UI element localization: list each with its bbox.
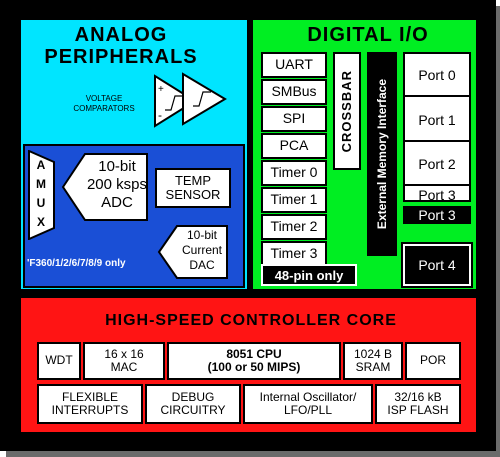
frame-shadow-right [496, 6, 500, 457]
digital-title: DIGITAL I/O [307, 24, 429, 46]
flash-line2: ISP FLASH [387, 403, 449, 417]
peripheral-spi: SPI [261, 106, 327, 132]
peripheral-list: UART SMBus SPI PCA Timer 0 Timer 1 Timer… [261, 52, 327, 267]
controller-core-section: HIGH-SPEED CONTROLLER CORE WDT 16 x 16 M… [19, 296, 478, 434]
temp-sensor-line2: SENSOR [165, 187, 221, 202]
pin-note: 48-pin only [261, 264, 357, 286]
sram-line2: SRAM [355, 360, 391, 374]
ports-column: Port 0 Port 1 Port 2 Port 3 [403, 52, 471, 203]
port-0: Port 0 [405, 54, 469, 97]
peripheral-timer2: Timer 2 [261, 214, 327, 240]
frame-shadow-bottom [6, 451, 500, 457]
dac-type: Current [181, 243, 222, 257]
port-1: Port 1 [405, 99, 469, 142]
mac-line2: MAC [110, 360, 138, 374]
adc-name: ADC [101, 194, 133, 211]
oscillator-line2: LFO/PLL [283, 403, 333, 417]
peripheral-timer1: Timer 1 [261, 187, 327, 213]
temp-sensor-box: TEMP SENSOR [155, 168, 231, 208]
sram-box: 1024 B SRAM [343, 342, 403, 380]
adc-rate: 200 ksps [86, 176, 148, 193]
debug-line1: DEBUG [171, 389, 215, 404]
peripheral-timer0: Timer 0 [261, 160, 327, 186]
interrupts-line1: FLEXIBLE [61, 389, 119, 404]
oscillator-box: Internal Oscillator/ LFO/PLL [243, 384, 373, 424]
interrupts-box: FLEXIBLE INTERRUPTS [37, 384, 143, 424]
emif-box: External Memory Interface [367, 52, 397, 256]
peripheral-uart: UART [261, 52, 327, 78]
wdt-box: WDT [37, 342, 81, 380]
comparator-plus-sign: + [158, 84, 164, 95]
cpu-line2: (100 or 50 MIPS) [207, 360, 301, 374]
crossbar-label: CROSSBAR [338, 69, 354, 153]
dac-resolution: 10-bit [186, 228, 218, 242]
adc-resolution: 10-bit [98, 158, 136, 175]
mac-box: 16 x 16 MAC [83, 342, 165, 380]
sram-line1: 1024 B [353, 346, 393, 361]
interrupts-line2: INTERRUPTS [51, 403, 129, 417]
peripheral-timer3: Timer 3 [261, 241, 327, 267]
cpu-line1: 8051 CPU [226, 346, 282, 361]
port-4: Port 4 [401, 242, 473, 288]
core-title: HIGH-SPEED CONTROLLER CORE [105, 312, 397, 329]
dac-shape-icon [157, 225, 228, 279]
analog-title: ANALOG PERIPHERALS [44, 24, 198, 68]
oscillator-line1: Internal Oscillator/ [259, 389, 357, 404]
crossbar-box: CROSSBAR [333, 52, 361, 170]
voltage-comparators-label: VOLTAGE COMPARATORS [73, 94, 135, 113]
digital-io-section: DIGITAL I/O UART SMBus SPI PCA Timer 0 T… [251, 18, 478, 291]
debug-line2: CIRCUITRY [160, 403, 226, 417]
mac-line1: 16 x 16 [104, 346, 144, 361]
amux-label: AMUX [36, 158, 46, 229]
voltage-comparators-icon: + - [154, 72, 227, 128]
temp-sensor-line1: TEMP [174, 172, 212, 188]
adc-label: 10-bit 200 ksps ADC [85, 158, 149, 212]
comparator-minus-sign: - [158, 108, 162, 122]
dac-name: DAC [189, 258, 215, 272]
flash-box: 32/16 kB ISP FLASH [375, 384, 461, 424]
peripheral-smbus: SMBus [261, 79, 327, 105]
port-2: Port 2 [405, 144, 469, 186]
adc-dac-block: AMUX 10-bit 200 ksps ADC TEMP SENSOR 10-… [23, 144, 245, 288]
adc-shape-icon [61, 153, 148, 221]
flash-line1: 32/16 kB [394, 389, 442, 404]
analog-peripherals-section: ANALOG PERIPHERALS + - VOLTAGE COMPARATO… [19, 18, 249, 291]
dac-label: 10-bit Current DAC [175, 228, 229, 273]
port-3-highlight: Port 3 [403, 206, 471, 224]
debug-box: DEBUG CIRCUITRY [145, 384, 241, 424]
port-3: Port 3 [418, 187, 456, 203]
peripheral-pca: PCA [261, 133, 327, 159]
por-box: POR [405, 342, 461, 380]
emif-label: External Memory Interface [375, 78, 389, 230]
variant-note: 'F360/1/2/6/7/8/9 only [27, 258, 126, 269]
cpu-box: 8051 CPU (100 or 50 MIPS) [167, 342, 341, 380]
amux-shape-icon [28, 150, 55, 240]
